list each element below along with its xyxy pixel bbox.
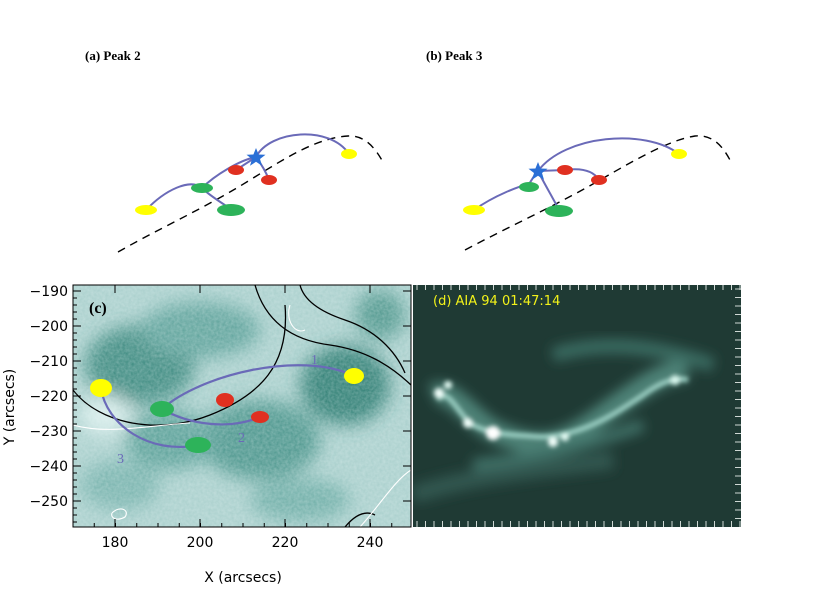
footpoint-red-left: [557, 165, 573, 175]
reconnection-star-icon: [528, 162, 548, 180]
panel-c-magnetogram: −190 −200 −210 −220 −230 −240 −250 180 200 220 24…: [2, 284, 412, 586]
panel-b-label: (b) Peak 3: [426, 48, 483, 63]
footpoint-red-right: [251, 411, 269, 423]
plot-frame: [72, 284, 412, 528]
loop-label-1: 1: [311, 353, 318, 368]
panel-d-label: (d) AIA 94 01:47:14: [433, 294, 560, 309]
panel-a-schematic: [117, 133, 384, 253]
x-axis-label: X (arcsecs): [204, 570, 282, 586]
magnetic-neutral-line: [464, 135, 731, 251]
footpoint-green-upper: [191, 183, 213, 193]
footpoint-red-left: [216, 393, 234, 407]
x-tick-label: 220: [272, 535, 299, 551]
footpoint-green-lower: [185, 437, 211, 453]
loop-label-2: 2: [238, 431, 245, 446]
loops: [473, 137, 680, 211]
y-axis-ticks: −190 −200 −210 −220 −230 −240 −250: [30, 284, 411, 523]
footpoint-green-upper: [519, 182, 539, 192]
x-tick-label: 240: [357, 535, 384, 551]
x-tick-label: 200: [187, 535, 214, 551]
footpoint-red-right: [261, 175, 277, 185]
footpoint-yellow-left: [90, 379, 112, 397]
y-tick-label: −220: [30, 389, 68, 405]
y-tick-label: −250: [30, 494, 68, 510]
footpoint-green-upper: [150, 401, 174, 417]
magnetic-neutral-line: [117, 135, 384, 253]
footpoint-green-lower: [545, 205, 573, 217]
footpoint-yellow-right: [341, 149, 357, 159]
footpoint-yellow-left: [463, 205, 485, 215]
footpoint-yellow-right: [671, 149, 687, 159]
footpoint-red-left: [228, 165, 244, 175]
x-axis-ticks: 180 200 220 240: [72, 285, 393, 551]
loop-label-3: 3: [117, 452, 124, 467]
panel-a-label: (a) Peak 2: [85, 48, 141, 63]
reconnection-star-icon: [246, 148, 266, 166]
panel-b-schematic: [463, 135, 731, 251]
image-border-ticks: [416, 285, 741, 527]
magnetogram-image: [73, 285, 411, 527]
loops: [145, 133, 350, 211]
x-tick-label: 180: [102, 535, 129, 551]
footpoint-red-right: [591, 175, 607, 185]
y-tick-label: −190: [30, 284, 68, 300]
panel-d-aia-image: (d) AIA 94 01:47:14: [413, 285, 741, 527]
footpoint-green-lower: [217, 204, 245, 216]
y-tick-label: −200: [30, 319, 68, 335]
y-axis-label: Y (arcsecs): [2, 369, 18, 447]
panel-c-label: (c): [89, 300, 107, 317]
footpoint-yellow-right: [344, 368, 364, 384]
y-tick-label: −240: [30, 459, 68, 475]
footpoint-yellow-left: [135, 205, 157, 215]
y-tick-label: −210: [30, 354, 68, 370]
y-tick-label: −230: [30, 424, 68, 440]
